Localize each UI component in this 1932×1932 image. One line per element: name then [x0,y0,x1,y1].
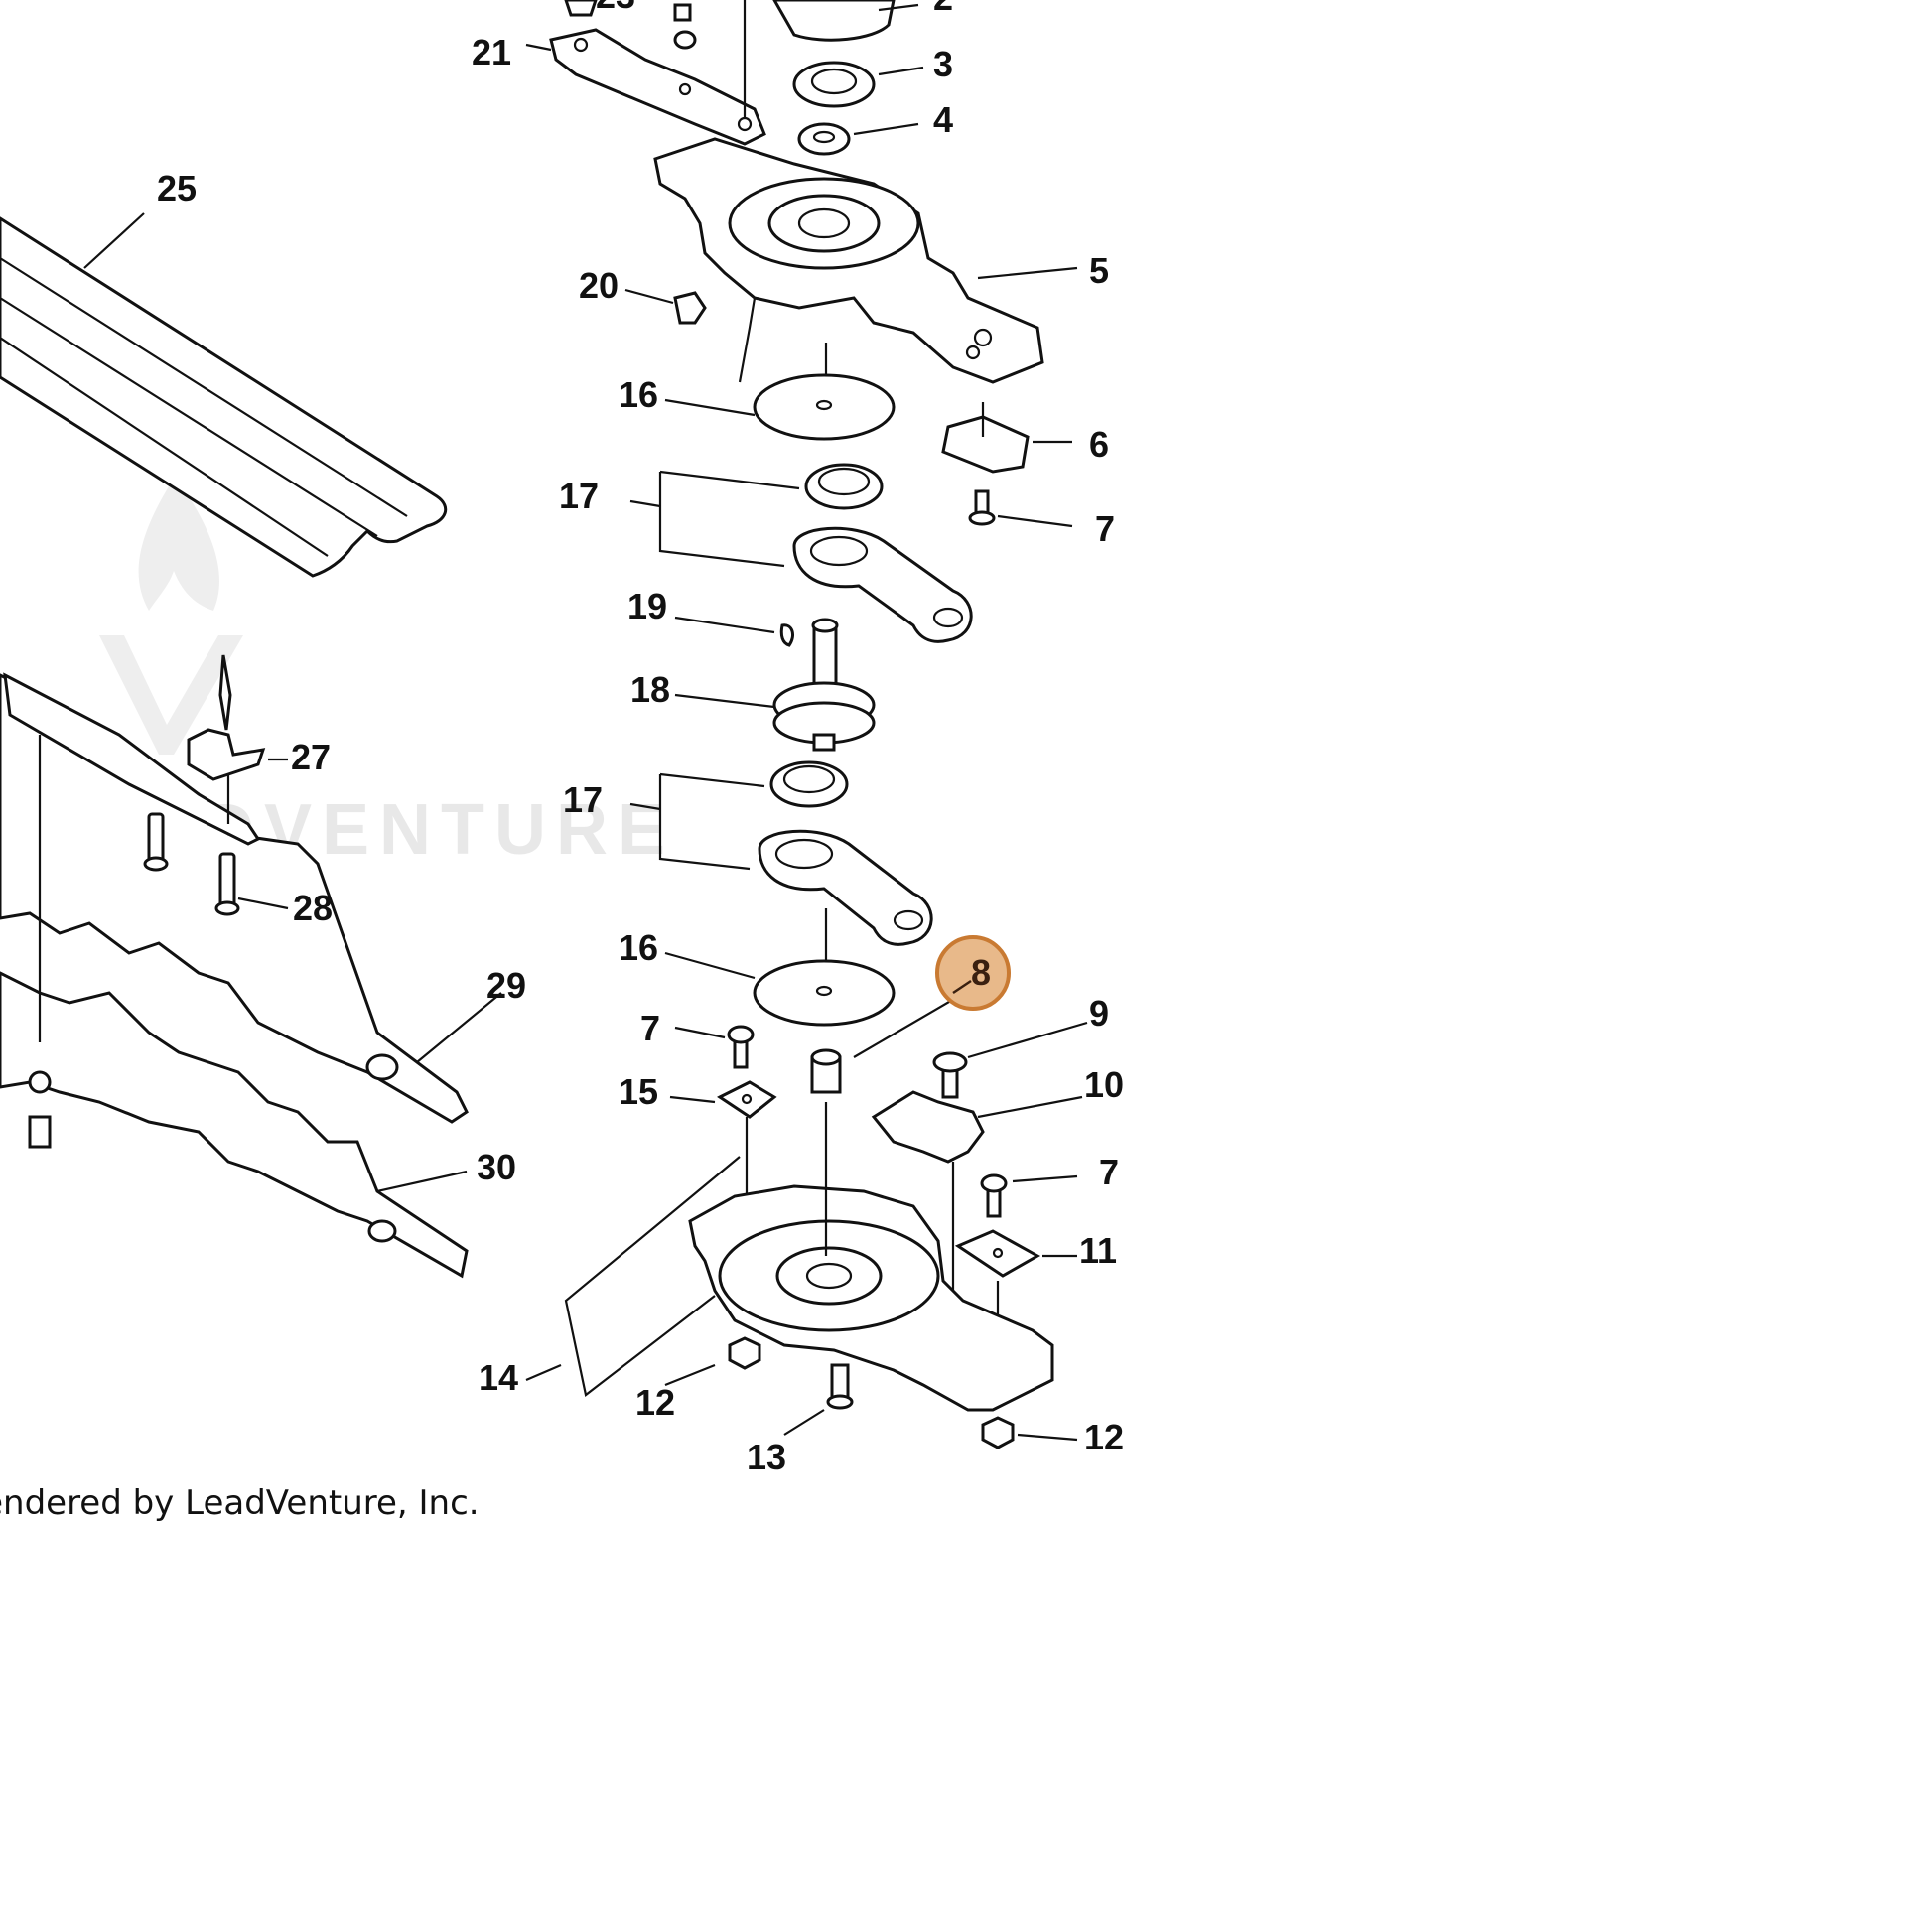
part-10-gasket [871,1090,1083,1301]
callout-16-b: 16 [619,927,658,968]
callout-11: 11 [1079,1230,1117,1271]
part-25-bar [0,212,448,578]
part-8-sleeve [810,987,974,1094]
callout-15: 15 [619,1071,658,1112]
callout-17-a: 17 [559,476,599,516]
part-19-key [674,616,794,647]
callout-7-c: 7 [1099,1152,1119,1192]
callout-3: 3 [933,44,953,84]
callout-6: 6 [1089,424,1109,465]
callout-14: 14 [479,1357,518,1398]
callout-12-b: 12 [1084,1417,1124,1457]
parts-top-small [564,0,924,156]
callout-20: 20 [579,265,619,306]
callout-30: 30 [477,1147,516,1187]
callout-4: 4 [933,99,953,140]
part-27-bracket [187,654,288,824]
callout-7-a: 7 [1095,508,1115,549]
callout-5: 5 [1089,250,1109,291]
callout-28: 28 [293,888,333,928]
part-13-bolt [783,1363,854,1436]
part-28-screws [28,812,289,1149]
callout-13: 13 [747,1437,786,1477]
callout-23: 23 [596,0,635,16]
callout-18: 18 [630,669,670,710]
part-15-plate [669,1080,777,1206]
callout-19: 19 [627,586,667,626]
part-12-nuts [664,1336,1078,1449]
part-5-upper-housing [653,137,1078,384]
callout-16-a: 16 [619,374,658,415]
part-20 [624,288,707,325]
credit-text: Rendered by LeadVenture, Inc. [0,1483,480,1523]
callout-27: 27 [291,737,331,777]
callout-8[interactable]: 8 [971,952,991,993]
callout-labels: 2 3 4 5 6 7 7 7 9 10 11 12 12 13 14 15 1… [157,0,1124,1477]
callout-12-a: 12 [635,1382,675,1423]
part-21-plate [525,28,766,146]
callout-9: 9 [1089,993,1109,1034]
callout-10: 10 [1084,1064,1124,1105]
part-7-screws [674,489,1078,1218]
part-17-upper [629,463,973,643]
part-18-crankshaft [674,618,876,752]
part-16-discs [664,343,896,1027]
highlighted-callout-8[interactable]: 8 [935,935,1011,1011]
part-17-lower [629,760,933,946]
callout-29: 29 [486,965,526,1006]
part-9-bolt [932,1021,1088,1099]
callout-7-b: 7 [640,1008,660,1048]
callout-17-b: 17 [563,779,603,820]
callout-2: 2 [933,0,953,18]
part-14-lower-housing [525,1102,1054,1412]
part-6-bracket [941,402,1072,474]
callout-25: 25 [157,168,197,208]
callout-21: 21 [472,32,511,72]
